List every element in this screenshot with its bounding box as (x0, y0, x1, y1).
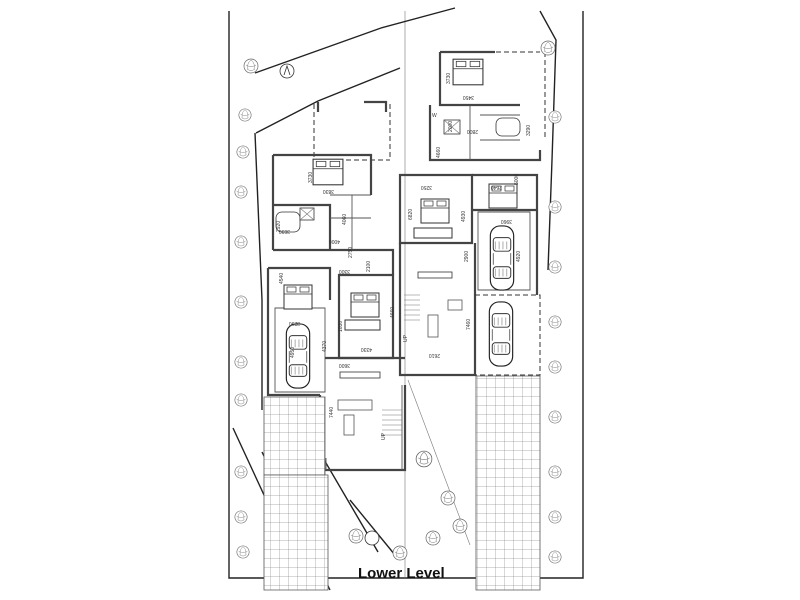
unit-right (398, 50, 546, 591)
dim-label: 4930 (461, 211, 467, 222)
stair-up-marker: UP (381, 432, 387, 440)
dim-label: 3450 (463, 94, 474, 100)
stair-up-marker: UP (403, 334, 409, 342)
dim-label: 3730 (446, 73, 452, 84)
dim-label: 7440 (329, 407, 335, 418)
dim-label: 5000 (514, 174, 520, 185)
site-boundary (228, 7, 584, 591)
dim-label: 2610 (429, 352, 440, 358)
dim-label: 2100 (366, 261, 372, 272)
dim-label: 3960 (501, 218, 512, 224)
dim-label: 4950 (290, 347, 296, 358)
dim-label: 6820 (408, 209, 414, 220)
dim-label: 3730 (308, 172, 314, 183)
dim-label: 2920 (276, 221, 282, 232)
dim-label: 3290 (289, 320, 300, 326)
dim-label: 4370 (322, 341, 328, 352)
window-marker: W (432, 113, 437, 119)
dim-label: 4060 (342, 214, 348, 225)
plan-caption: Lower Level (358, 565, 445, 582)
dim-label: 4920 (516, 251, 522, 262)
dim-label: 2640 (491, 184, 502, 190)
north-arrow (279, 63, 380, 546)
dim-label: 4660 (390, 307, 396, 318)
dim-label: 4330 (361, 346, 372, 352)
dim-label: 4000 (329, 238, 340, 244)
dim-label: 3830 (323, 188, 334, 194)
dim-label: 4540 (279, 273, 285, 284)
dim-label: 2900 (464, 251, 470, 262)
plan-markers: W UP UP (381, 113, 437, 440)
dim-label: 1030 (338, 321, 344, 332)
dim-label: 3250 (421, 184, 432, 190)
dim-label: 3290 (526, 125, 532, 136)
dim-label: 2000 (448, 121, 454, 132)
dim-label: 7460 (466, 319, 472, 330)
dim-label: 3600 (339, 362, 350, 368)
dimension-labels-right: 3730 3450 2000 2800 3290 4660 3250 5000 … (408, 73, 532, 358)
dim-label: 3300 (339, 268, 350, 274)
dimension-labels-left: 3730 3830 2920 4060 3690 4000 3300 2750 … (276, 172, 396, 418)
dim-label: 3690 (279, 228, 290, 234)
unit-left (263, 100, 407, 591)
dim-label: 4660 (436, 147, 442, 158)
dim-label: 2800 (467, 128, 478, 134)
dim-label: 2750 (348, 247, 354, 258)
